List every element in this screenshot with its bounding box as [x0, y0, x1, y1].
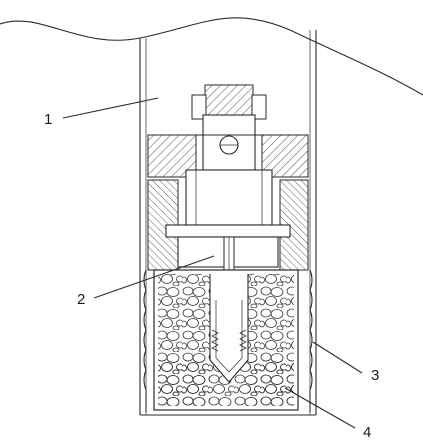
top-nut-left-jaw	[191, 94, 207, 120]
filter-media-bottom	[158, 360, 294, 406]
leader-line-2	[93, 255, 215, 299]
callout-1: 1	[44, 111, 52, 128]
spring	[211, 329, 247, 352]
leader-line-4	[284, 387, 356, 429]
leader-line-3	[312, 341, 363, 374]
top-nut-right-jaw	[251, 94, 267, 120]
body-block	[185, 169, 273, 226]
center-sleeve	[209, 274, 249, 383]
top-nut	[204, 84, 254, 116]
callout-2: 2	[77, 291, 85, 308]
callout-4: 4	[363, 424, 371, 441]
callout-3: 3	[371, 367, 379, 384]
break-line	[0, 17, 423, 96]
ribbed-sleeve-right	[309, 269, 313, 412]
leader-line-1	[62, 97, 159, 119]
flange-plate	[165, 224, 291, 238]
mid-support-right	[279, 179, 309, 271]
ribbed-sleeve-left	[143, 269, 147, 412]
